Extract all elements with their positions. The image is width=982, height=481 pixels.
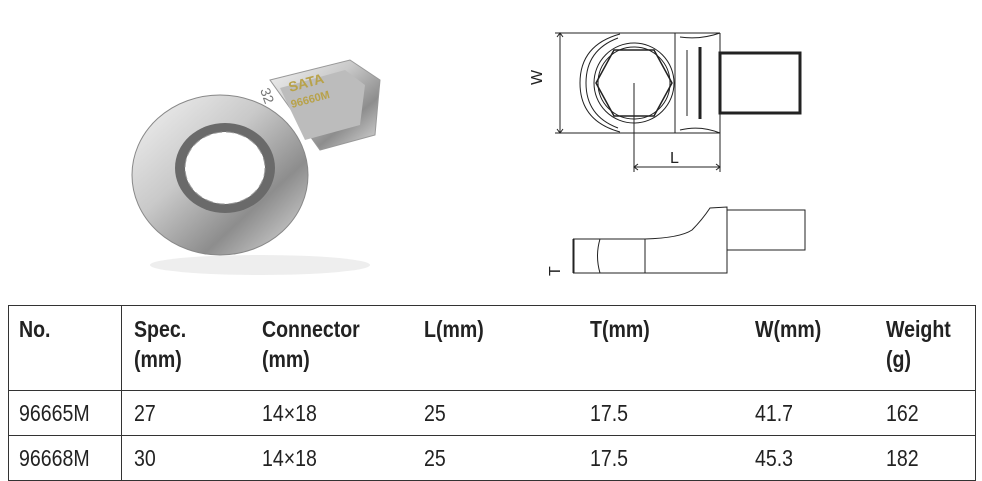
- table-header-row: No. Spec. (mm) Connector (mm) L(mm) T(mm…: [8, 305, 976, 391]
- cell-length: 25: [424, 445, 446, 471]
- header-spec: Spec. (mm): [134, 316, 187, 372]
- cell-spec: 30: [134, 445, 156, 471]
- cell-weight: 182: [886, 445, 919, 471]
- cell-width: 41.7: [755, 400, 794, 426]
- length-label: L: [670, 150, 679, 167]
- thickness-label: T: [547, 266, 564, 276]
- cell-connector: 14×18: [262, 400, 317, 426]
- cell-width: 45.3: [755, 445, 794, 471]
- svg-text:32: 32: [257, 86, 277, 106]
- cell-weight: 162: [886, 400, 919, 426]
- spec-table: No. Spec. (mm) Connector (mm) L(mm) T(mm…: [8, 305, 976, 481]
- table-row: 96668M 30 14×18 25 17.5 45.3 182: [8, 435, 976, 481]
- top-view: [555, 32, 802, 172]
- side-view: [572, 206, 806, 274]
- header-weight: Weight (g): [886, 316, 951, 372]
- header-thickness: T(mm): [590, 316, 650, 342]
- cell-no: 96665M: [19, 400, 90, 426]
- header-width: W(mm): [755, 316, 822, 342]
- wrench-product-photo: SATA 96660M 32: [131, 59, 381, 275]
- cell-thickness: 17.5: [590, 445, 629, 471]
- table-row: 96665M 27 14×18 25 17.5 41.7 162: [8, 390, 976, 436]
- cell-no: 96668M: [19, 445, 90, 471]
- header-connector: Connector (mm): [262, 316, 360, 372]
- cell-spec: 27: [134, 400, 156, 426]
- cell-thickness: 17.5: [590, 400, 629, 426]
- header-length: L(mm): [424, 316, 484, 342]
- width-label: W: [529, 69, 546, 85]
- cell-connector: 14×18: [262, 445, 317, 471]
- header-no: No.: [19, 316, 51, 342]
- dimension-diagram: W L T: [529, 32, 806, 276]
- cell-length: 25: [424, 400, 446, 426]
